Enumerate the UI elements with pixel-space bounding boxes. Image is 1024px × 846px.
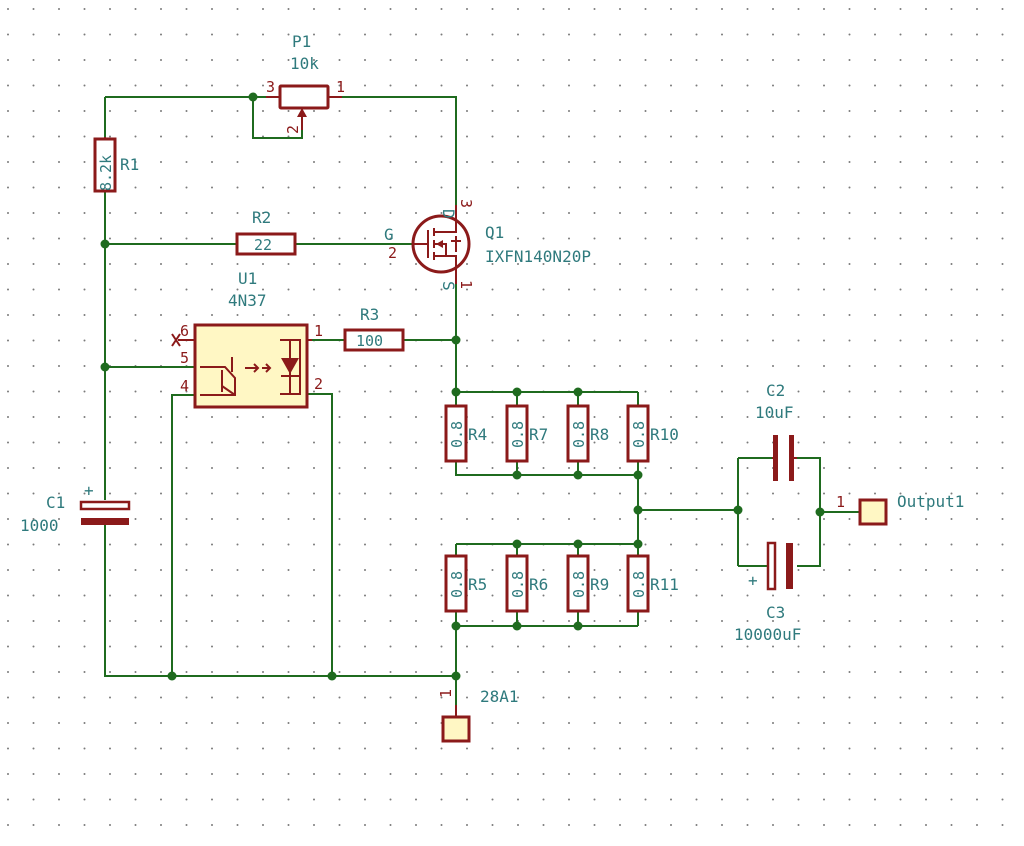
potentiometer-p1[interactable]: P1 10k 3 1 2 — [266, 32, 345, 134]
resistor-value: 0.8 — [448, 421, 466, 448]
svg-text:1: 1 — [437, 689, 455, 698]
q1-ref: Q1 — [485, 223, 504, 242]
q1-value: IXFN140N20P — [485, 247, 591, 266]
svg-text:2: 2 — [314, 375, 323, 393]
resistor-value: 0.8 — [630, 571, 648, 598]
c1-value: 1000 — [20, 516, 59, 535]
svg-text:2: 2 — [284, 125, 302, 134]
wiper-arrow-icon — [297, 108, 307, 117]
no-connect-icon — [171, 333, 181, 347]
capacitor-c2[interactable]: C2 10uF — [755, 381, 797, 481]
c3-ref: C3 — [766, 603, 785, 622]
u1-value: 4N37 — [228, 291, 267, 310]
capacitor-c3[interactable]: + C3 10000uF — [734, 541, 801, 644]
resistor-value: 0.8 — [509, 421, 527, 448]
led-diode-icon — [281, 358, 299, 374]
svg-text:3: 3 — [457, 199, 475, 208]
resistor-ref: R7 — [529, 425, 548, 444]
wires — [104, 96, 860, 705]
mosfet-arrow-icon — [436, 240, 443, 248]
grid-dots — [7, 8, 1004, 826]
resistor-ref: R8 — [590, 425, 609, 444]
28a1-ref: 28A1 — [480, 687, 519, 706]
svg-text:5: 5 — [180, 349, 189, 367]
q1-gate-label: G — [384, 225, 394, 244]
svg-text:1: 1 — [314, 322, 323, 340]
r1-value: 8.2k — [97, 155, 115, 191]
r2-value: 22 — [254, 236, 272, 254]
r3-value: 100 — [356, 332, 383, 350]
c2-ref: C2 — [766, 381, 785, 400]
svg-text:4: 4 — [180, 377, 189, 395]
capacitor-c1[interactable]: + C1 1000 — [20, 481, 131, 535]
junction-dots — [100, 92, 825, 681]
resistor-ref: R4 — [468, 425, 487, 444]
mosfet-q1[interactable]: G 2 D 3 S 1 Q1 IXFN140N20P — [384, 199, 591, 291]
c2-value: 10uF — [755, 403, 794, 422]
r1-ref: R1 — [120, 155, 139, 174]
c3-polarity: + — [748, 571, 758, 590]
r2-ref: R2 — [252, 208, 271, 227]
svg-text:1: 1 — [457, 280, 475, 289]
p1-ref: P1 — [292, 32, 311, 51]
u1-ref: U1 — [238, 269, 257, 288]
c1-ref: C1 — [46, 493, 65, 512]
c1-polarity: + — [84, 481, 94, 500]
light-arrow-icon — [245, 363, 260, 373]
resistor-ref: R9 — [590, 575, 609, 594]
resistor-ref: R11 — [650, 575, 679, 594]
resistor-value: 0.8 — [630, 421, 648, 448]
resistor-value: 0.8 — [570, 421, 588, 448]
c3-value: 10000uF — [734, 625, 801, 644]
output1-ref: Output1 — [897, 492, 964, 511]
resistor-r1[interactable]: 8.2k R1 — [93, 137, 139, 193]
connector-28a1[interactable]: 1 28A1 — [437, 687, 519, 743]
resistor-value: 0.8 — [448, 571, 466, 598]
svg-text:3: 3 — [266, 78, 275, 96]
resistor-r2[interactable]: R2 22 — [235, 208, 297, 256]
resistor-ref: R5 — [468, 575, 487, 594]
resistor-value: 0.8 — [570, 571, 588, 598]
resistor-ref: R10 — [650, 425, 679, 444]
q1-source-label: S — [439, 281, 458, 291]
svg-text:1: 1 — [836, 493, 845, 511]
resistor-r3[interactable]: R3 100 — [343, 305, 405, 352]
p1-value: 10k — [290, 54, 319, 73]
q1-drain-label: D — [439, 209, 458, 219]
resistor-value: 0.8 — [509, 571, 527, 598]
svg-text:2: 2 — [388, 244, 397, 262]
r3-ref: R3 — [360, 305, 379, 324]
svg-text:6: 6 — [180, 322, 189, 340]
svg-text:1: 1 — [336, 78, 345, 96]
connector-output1[interactable]: 1 Output1 — [836, 492, 964, 526]
optocoupler-u1[interactable]: U1 4N37 6 5 4 1 2 — [171, 269, 323, 409]
resistor-ref: R6 — [529, 575, 548, 594]
